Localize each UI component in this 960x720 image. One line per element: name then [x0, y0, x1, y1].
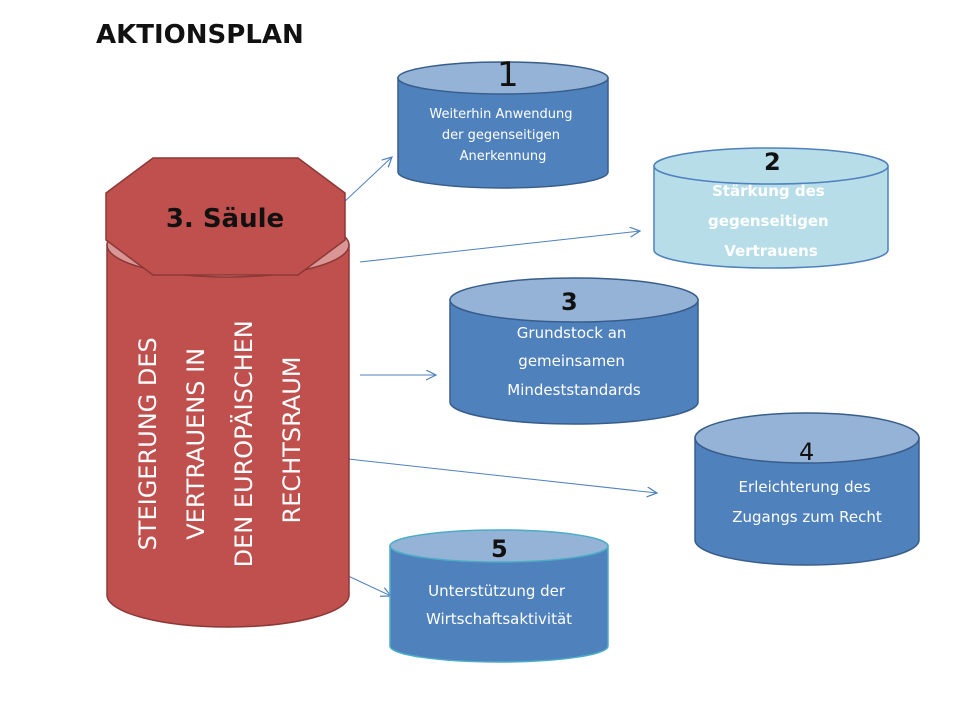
- pillar-line-1: STEIGERUNG DES: [134, 337, 162, 550]
- drum-item-3: 3 Grundstock an gemeinsamen Mindeststand…: [449, 277, 699, 425]
- drum-item-2: 2 Stärkung des gegenseitigen Vertrauens: [653, 147, 889, 269]
- arrow-to-item-2: [359, 231, 640, 263]
- drum-item-1: 1 Weiterhin Anwendung der gegenseitigen …: [397, 55, 609, 189]
- item-4-text: Erleichterung des Zugangs zum Recht: [732, 478, 882, 526]
- pillar-octagon: 3. Säule: [105, 157, 346, 276]
- item-3-text: Grundstock an gemeinsamen Mindeststandar…: [507, 324, 641, 399]
- item-1-number: 1: [497, 55, 519, 95]
- arrow-to-item-4: [347, 458, 657, 493]
- item-5-text: Unterstützung der Wirtschaftsaktivität: [426, 582, 572, 628]
- pillar-vertical-text: STEIGERUNG DES VERTRAUENS IN DEN EUROPÄI…: [134, 313, 306, 568]
- item-3-number: 3: [561, 288, 578, 316]
- item-5-number: 5: [491, 535, 508, 563]
- pillar-line-3: DEN EUROPÄISCHEN: [229, 320, 258, 567]
- pillar-line-2: VERTRAUENS IN: [182, 348, 210, 540]
- item-4-number: 4: [799, 438, 814, 466]
- drum-item-4: 4 Erleichterung des Zugangs zum Recht: [694, 412, 920, 566]
- pillar-line-4: RECHTSRAUM: [278, 357, 306, 524]
- item-2-number: 2: [764, 148, 781, 176]
- item-2-text: Stärkung des gegenseitigen Vertrauens: [708, 182, 834, 260]
- arrow-to-item-5: [345, 574, 391, 596]
- pillar-cylinder: STEIGERUNG DES VERTRAUENS IN DEN EUROPÄI…: [106, 212, 350, 628]
- arrow-to-item-1: [342, 157, 392, 204]
- pillar-label: 3. Säule: [166, 204, 284, 234]
- page-title: AKTIONSPLAN: [96, 20, 304, 50]
- connector-arrows: [342, 157, 657, 596]
- item-1-text: Weiterhin Anwendung der gegenseitigen An…: [429, 107, 576, 164]
- drum-item-5: 5 Unterstützung der Wirtschaftsaktivität: [389, 529, 609, 663]
